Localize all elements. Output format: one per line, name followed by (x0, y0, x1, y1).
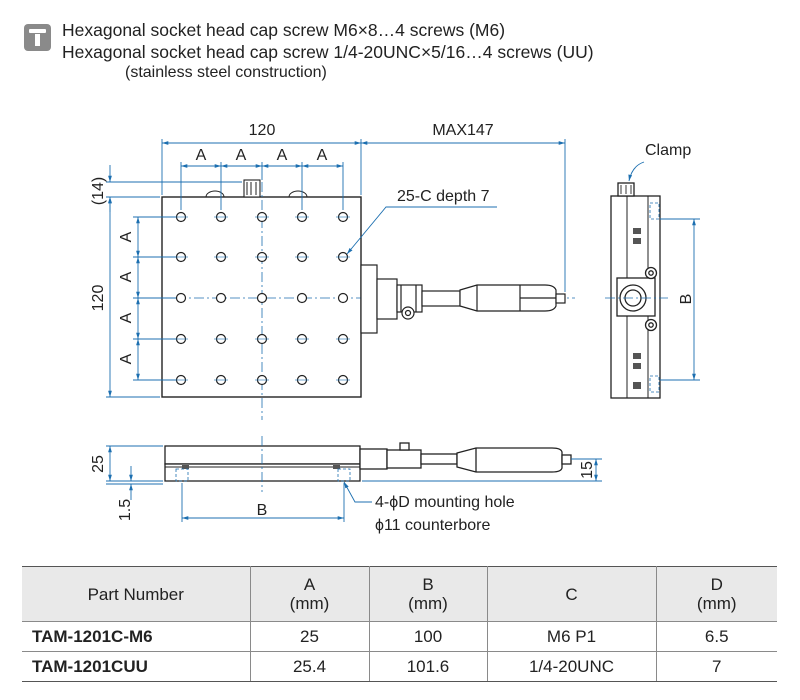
top-view-dimensions (106, 139, 566, 398)
d-cell: 7 (655, 651, 777, 682)
header-a: A(mm) (249, 566, 370, 622)
pitch-a-vert-2: A (118, 271, 135, 282)
header-d: D(mm) (655, 566, 777, 622)
mounting-hole-label: 4-ϕD mounting hole (375, 494, 515, 511)
c-cell: M6 P1 (486, 621, 657, 652)
end-view: Clamp B (605, 142, 700, 399)
knob-15-label: 15 (579, 461, 596, 479)
header-c: C (486, 566, 657, 622)
table-row: TAM-1201C-M6 25 100 M6 P1 6.5 (22, 621, 777, 652)
part-number-cell: TAM-1201CUU (22, 651, 251, 682)
height-120-label: 120 (90, 285, 107, 312)
header-b: B(mm) (368, 566, 488, 622)
clamp-label: Clamp (645, 142, 691, 159)
tapped-hole-note: 25-C depth 7 (397, 188, 490, 205)
spec-table: Part Number A(mm) B(mm) C D(mm) TAM-1201… (22, 566, 777, 682)
table-row: TAM-1201CUU 25.4 101.6 1/4-20UNC 7 (22, 651, 777, 682)
pitch-a-vert-1: A (118, 231, 135, 242)
pitch-a-vert-3: A (118, 312, 135, 323)
b-bottom-label: B (257, 502, 268, 519)
tapped-hole-grid (174, 211, 350, 386)
micrometer-head-top (360, 264, 566, 334)
counterbore-label: ϕ11 counterbore (375, 517, 491, 534)
note-material: (stainless steel construction) (125, 64, 327, 81)
pitch-a-vert-4: A (118, 353, 135, 364)
pitch-a-label-2: A (236, 147, 247, 164)
a-cell: 25.4 (249, 651, 370, 682)
pitch-a-label-1: A (196, 147, 207, 164)
pitch-a-label-4: A (317, 147, 328, 164)
base-1-5-label: 1.5 (117, 499, 134, 521)
a-cell: 25 (249, 621, 370, 652)
c-cell: 1/4-20UNC (486, 651, 657, 682)
width-120-label: 120 (249, 122, 276, 139)
part-number-cell: TAM-1201C-M6 (22, 621, 251, 652)
height-25-label: 25 (90, 455, 107, 473)
clamp-screw-top (205, 179, 308, 198)
b-dim-label: B (678, 294, 695, 305)
top-view (140, 179, 575, 420)
front-view: 25 1.5 15 B 4-ϕD mounting hole ϕ11 count… (90, 436, 602, 534)
note-m6-screws: Hexagonal socket head cap screw M6×8…4 s… (62, 20, 506, 40)
b-cell: 100 (368, 621, 488, 652)
d-cell: 6.5 (655, 621, 777, 652)
header-part-number: Part Number (22, 566, 251, 622)
b-cell: 101.6 (368, 651, 488, 682)
pitch-a-label-3: A (277, 147, 288, 164)
clearance-14-label: (14) (90, 177, 107, 205)
note-uu-screws: Hexagonal socket head cap screw 1/4-20UN… (62, 42, 594, 62)
technical-drawing: 120 MAX147 A A A A 25-C depth 7 (14) 120… (90, 122, 700, 534)
max-length-label: MAX147 (432, 122, 493, 139)
spec-table-header: Part Number A(mm) B(mm) C D(mm) (22, 566, 777, 622)
top-view-labels: 120 MAX147 A A A A 25-C depth 7 (14) 120… (90, 122, 494, 364)
screw-tool-icon (24, 24, 51, 51)
